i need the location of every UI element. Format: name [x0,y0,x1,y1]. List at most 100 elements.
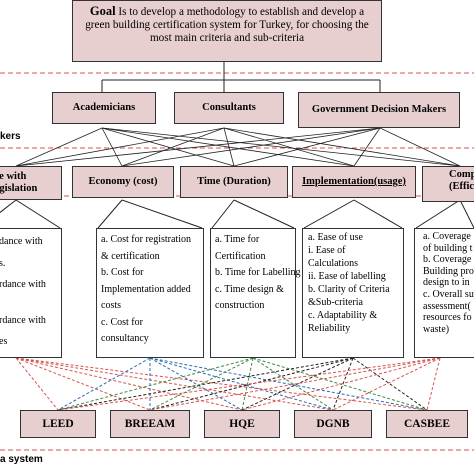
goal-box: Goal Is to develop a methodology to esta… [72,0,382,62]
subcriterion: b. Cost for [101,267,144,278]
alternative-label: BREEAM [124,418,176,430]
connector [149,357,441,411]
decision-maker-label: Consultants [202,102,256,113]
subcriteria-list: a. Ease of use i. Ease of Calculations i… [308,231,398,335]
connector [15,357,243,411]
alternative-box-casbee: CASBEE [386,410,468,438]
connector [459,199,474,229]
subcriteria-list: dance with s. rdance with rdance with es [0,235,57,349]
subcriterion: c. Overall su [423,288,474,300]
subcriterion: Implementation added [101,283,191,295]
criterion-box-legislation: re with egislation [0,166,62,200]
connector [57,357,441,411]
subcriteria-box-implementation: a. Ease of use i. Ease of Calculations i… [302,228,404,358]
subcriterion: construction [215,300,265,311]
connector [15,127,381,167]
connector [101,127,355,167]
subcriteria-list: a. Cost for registration & certification… [101,232,199,348]
criterion-label: Comp (Effici [449,169,474,192]
connector [233,127,381,167]
connector [241,357,441,411]
subcriterion: i. Ease of [308,245,346,256]
connector [252,357,428,411]
criterion-box-compatibility: Comp (Effici [422,166,474,202]
connector [223,127,355,167]
subcriterion: s. [0,257,6,269]
connector [149,357,334,411]
connector [303,199,355,229]
connector [57,357,354,411]
connector [57,357,254,411]
subcriterion: assessment( [423,300,471,312]
alternative-box-dgnb: DGNB [294,410,372,438]
subcriterion: costs [101,300,121,311]
connector [149,357,428,411]
subcriterion: rdance with [0,314,46,326]
subcriterion: a. Time for [215,234,260,245]
alternative-label: CASBEE [403,418,451,430]
decision-maker-consultants: Consultants [174,92,284,124]
criterion-box-economy: Economy (cost) [72,166,174,198]
connector [379,127,461,167]
subcriterion: a. Cost for registration [101,234,191,245]
connector [15,357,59,411]
subcriterion: c. Cost for [101,316,143,328]
criterion-label: Economy (cost) [88,176,158,187]
subcriterion: b. Coverage [423,254,472,266]
connector [15,199,61,229]
subcriteria-list: a. Coverage of building t b. Coverage Bu… [423,231,474,335]
subcriterion: a. Coverage [423,231,471,242]
level-label-system: a system [0,454,43,465]
connector [149,357,254,411]
criteria-links [0,199,474,229]
connector [149,357,243,411]
alternative-box-breeam: BREEAM [110,410,190,438]
connector [101,127,235,167]
subcriteria-box-time: a. Time for Certification b. Time for La… [210,228,301,358]
connector [241,357,254,411]
connector [15,357,334,411]
subcriterion: Certification [215,250,266,262]
subcriterion: resources fo [423,312,472,324]
subcriterion: c. Adaptability & [308,310,378,321]
connector [211,199,235,229]
connector [353,199,403,229]
level-label-decision-makers: kers [0,131,21,142]
connector [121,127,381,167]
connector [15,357,428,411]
connector [0,199,17,214]
subcriterion: &Sub-criteria [308,297,363,308]
connector [223,127,235,167]
alternative-label: HQE [229,418,255,430]
connector [15,127,225,167]
connector [121,127,225,167]
subcriterion: Reliability [308,323,351,334]
subcriterion: es [0,336,8,347]
alternative-links [15,357,441,411]
connector [97,199,123,229]
decision-maker-label: Academicians [72,102,136,113]
subcriterion: design to in [423,277,470,289]
decision-maker-label: Government Decision Makers [311,104,447,115]
connector [352,357,428,411]
subcriterion: dance with [0,236,43,247]
subcriteria-box-economy: a. Cost for registration & certification… [96,228,204,358]
subcriterion: of building t [423,242,473,254]
subcriterion: consultancy [101,333,149,344]
decision-maker-links [15,127,461,167]
connector [15,127,103,167]
connector [252,357,334,411]
connector [241,357,354,411]
criterion-label: re with egislation [0,171,38,194]
connector [415,199,461,229]
connector [101,127,461,167]
subcriterion: rdance with [0,279,46,290]
subcriteria-list: a. Time for Certification b. Time for La… [215,232,301,315]
connector [223,127,461,167]
connector [332,357,354,411]
alternative-box-hqe: HQE [204,410,280,438]
connector [121,199,203,229]
subcriterion: b. Time for Labelling [215,267,301,278]
subcriterion: waste) [423,323,450,335]
